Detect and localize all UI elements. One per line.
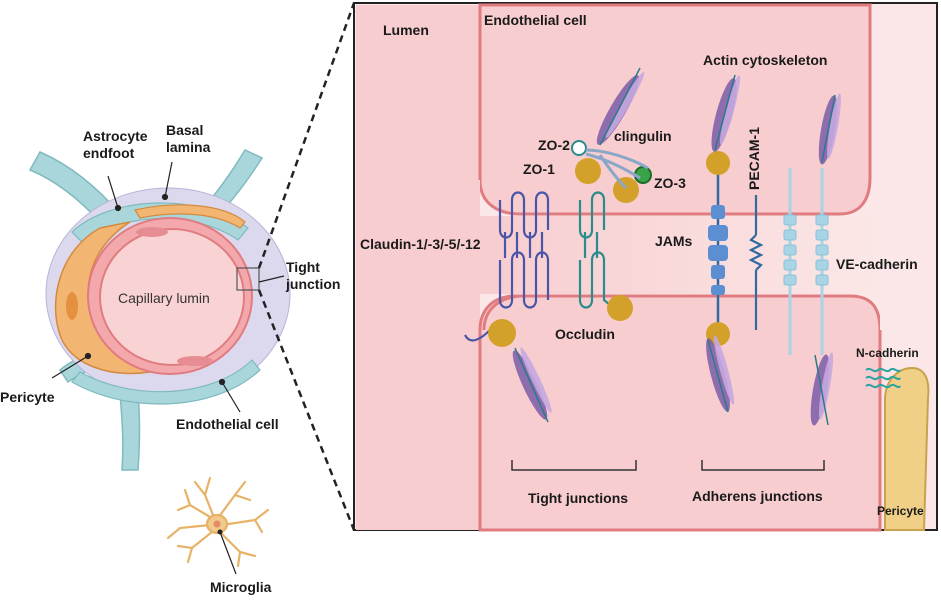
pericyte-detail-label: Pericyte [877, 504, 924, 518]
astrocyte-label-line2: endfoot [83, 145, 135, 161]
n-cadherin [865, 367, 901, 389]
zo-2-label: ZO-2 [538, 137, 570, 153]
capillary-lumen-area [99, 228, 245, 366]
ve-cadherin [783, 168, 829, 355]
basal-label-line1: Basal [166, 122, 204, 138]
occludin [578, 191, 617, 311]
lower-endothelial-cell [478, 294, 882, 532]
zo-3-label: ZO-3 [654, 175, 686, 191]
adherens-junctions-label: Adherens junctions [692, 488, 823, 504]
n-cadherin-label: N-cadherin [856, 346, 919, 360]
jams-label: JAMs [655, 233, 693, 249]
capillary-lumen-label: Capillary lumin [118, 290, 210, 306]
actin-cytoskeleton [512, 67, 841, 426]
clingulin [585, 148, 649, 190]
occludin-label: Occludin [555, 326, 615, 342]
tight-junction-label: Tight junction [286, 259, 340, 293]
overview-leaders [51, 161, 285, 413]
claudin [464, 191, 550, 342]
endothelial-cell-label: Endothelial cell [176, 416, 279, 432]
basal-lamina-label: Basal lamina [166, 122, 210, 156]
claudin-label: Claudin-1/-3/-5/-12 [360, 236, 481, 252]
left-cell-body [356, 5, 480, 530]
zo-lower-left [488, 319, 516, 347]
ve-cadherin-label: VE-cadherin [836, 256, 918, 272]
zo-1 [575, 158, 601, 184]
pericyte-label: Pericyte [0, 389, 55, 405]
clingulin-label: clingulin [614, 128, 672, 144]
pecam-1-label: PECAM-1 [746, 126, 762, 190]
junction-detail-panel [353, 2, 938, 532]
astrocyte-label-line1: Astrocyte [83, 128, 148, 144]
zo-2 [571, 140, 587, 156]
tight-label-line1: Tight [286, 259, 320, 275]
membrane-curve [482, 294, 521, 331]
junction-brackets [511, 460, 825, 471]
lumen-label: Lumen [383, 22, 429, 38]
tight-label-line2: junction [286, 276, 341, 292]
zoom-lines [257, 2, 356, 531]
capillary-overview [28, 149, 291, 575]
pericyte-process [134, 204, 246, 229]
upper-cell-body [478, 3, 872, 216]
endothelial-nucleus [136, 227, 168, 237]
zo-lower-occludin [607, 295, 633, 321]
detail-endothelial-label: Endothelial cell [484, 12, 587, 28]
microglia-icon [166, 476, 270, 568]
pecam-1 [748, 195, 764, 330]
astrocyte-endfoot-band-lower [71, 359, 261, 405]
endothelial-nucleus [177, 356, 213, 366]
tight-junction-box [236, 267, 260, 291]
basal-label-line2: lamina [166, 139, 211, 155]
microglia-label: Microglia [210, 579, 272, 595]
zo-1-label: ZO-1 [523, 161, 555, 177]
tight-junctions-label: Tight junctions [528, 490, 629, 506]
actin-cytoskeleton-label: Actin cytoskeleton [703, 52, 828, 68]
microglia-leader [219, 531, 237, 575]
jams [706, 151, 730, 346]
pericyte-nucleus [66, 292, 78, 320]
microglia-leader-dot [217, 529, 223, 535]
zo-1b [613, 177, 639, 203]
astrocyte-endfoot-label: Astrocyte endfoot [83, 128, 148, 162]
